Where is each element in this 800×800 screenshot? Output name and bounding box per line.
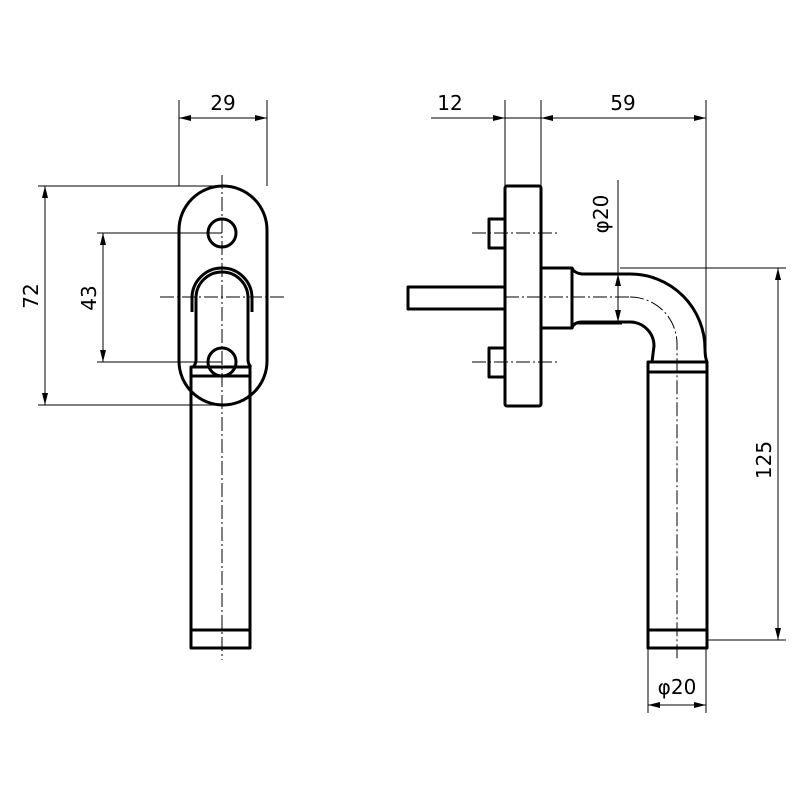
rosette-plate <box>177 184 269 407</box>
hub <box>541 266 574 330</box>
rosette-side <box>503 184 543 408</box>
dim-hole-spacing-label: 43 <box>77 285 101 310</box>
dim-neck-diameter-label: φ20 <box>589 195 613 234</box>
dim-projection-label: 59 <box>610 91 635 115</box>
side-view: 12 59 φ20 125 φ20 <box>406 91 786 713</box>
front-view: 29 72 43 <box>19 91 285 660</box>
dim-width-label: 29 <box>210 91 235 115</box>
dim-length-label: 125 <box>752 441 776 479</box>
dim-grip-diameter-label: φ20 <box>658 675 697 699</box>
spindle <box>406 285 507 311</box>
grip <box>189 374 252 650</box>
dim-offset-label: 12 <box>437 91 462 115</box>
lever-arm <box>570 267 709 363</box>
dim-plate-height-label: 72 <box>19 283 43 308</box>
